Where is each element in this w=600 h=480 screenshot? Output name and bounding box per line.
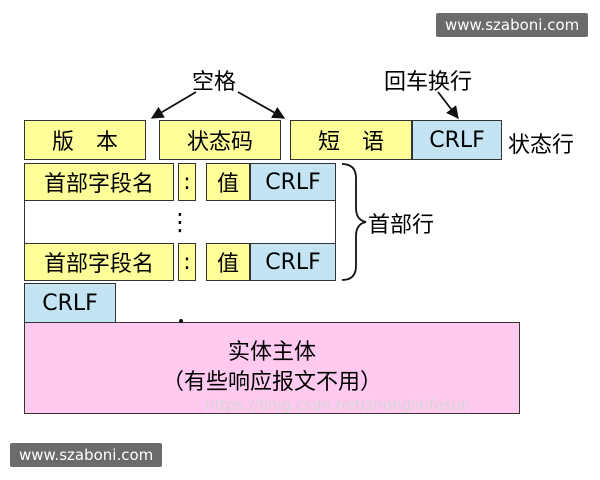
watermark-top: www.szaboni.com	[436, 13, 589, 37]
header-crlf-cell-1: CRLF	[250, 163, 336, 201]
header-crlf-2: CRLF	[265, 249, 321, 275]
status-version: 版 本	[51, 130, 118, 155]
status-line-label: 状态行	[508, 133, 575, 158]
header-value-cell-1: 值	[206, 163, 250, 201]
header-value-2: 值	[216, 252, 239, 277]
space-label: 空格	[192, 70, 237, 95]
status-phrase: 短 语	[317, 130, 384, 155]
entity-body: 实体主体 （有些响应报文不用）	[24, 322, 520, 414]
status-phrase-cell: 短 语	[290, 120, 412, 160]
header-colon-2: :	[183, 249, 191, 275]
header-value-cell-2: 值	[206, 243, 250, 281]
entity-body-title: 实体主体	[227, 340, 316, 365]
space-arrow-right	[237, 91, 286, 119]
header-colon-1: :	[183, 169, 191, 195]
status-crlf: CRLF	[429, 127, 485, 153]
header-name-cell-2: 首部字段名	[24, 243, 174, 281]
status-crlf-cell: CRLF	[412, 120, 502, 160]
header-lines-label: 首部行	[368, 213, 435, 238]
faint-url: https://blog.csdn.net/zhonglinfosun	[205, 396, 471, 414]
header-value-1: 值	[216, 172, 239, 197]
status-code-cell: 状态码	[159, 120, 281, 160]
header-brace	[341, 163, 367, 281]
status-code: 状态码	[186, 130, 253, 155]
watermark-bottom: www.szaboni.com	[10, 443, 163, 467]
header-colon-cell-2: :	[178, 243, 196, 281]
entity-body-note: （有些响应报文不用）	[161, 370, 382, 395]
crlf-label: 回车换行	[384, 70, 473, 95]
space-arrow-left	[150, 91, 197, 119]
header-crlf-1: CRLF	[265, 169, 321, 195]
crlf-arrow	[437, 91, 459, 119]
ellipsis: ⋮	[168, 208, 192, 236]
ellipsis-cell: ⋮	[24, 201, 336, 243]
header-crlf-cell-2: CRLF	[250, 243, 336, 281]
stray-dot	[179, 319, 183, 323]
header-name-1: 首部字段名	[43, 172, 154, 197]
blank-line-crlf-cell: CRLF	[24, 283, 116, 323]
blank-line-crlf: CRLF	[42, 290, 98, 316]
status-version-cell: 版 本	[24, 120, 146, 160]
header-name-cell-1: 首部字段名	[24, 163, 174, 201]
header-name-2: 首部字段名	[43, 252, 154, 277]
header-colon-cell-1: :	[178, 163, 196, 201]
